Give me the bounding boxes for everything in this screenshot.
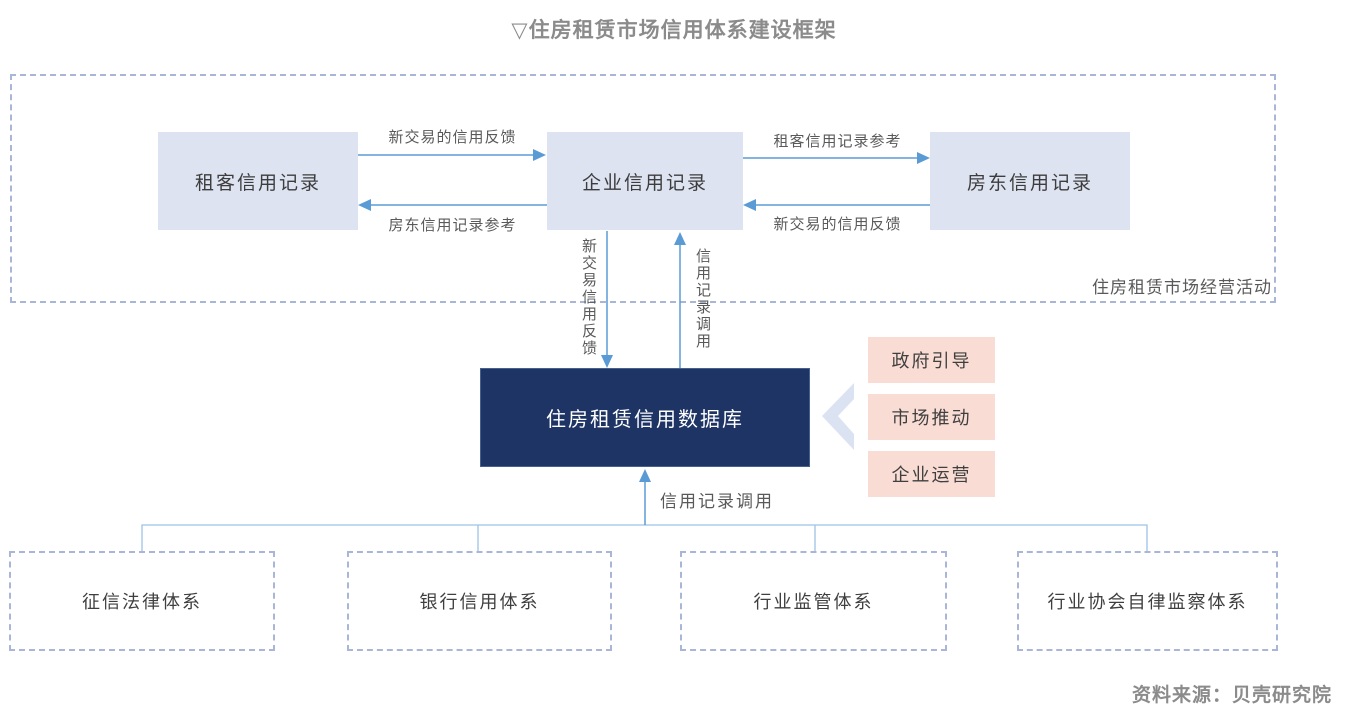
system-industry-regulation-box: 行业监管体系 — [680, 551, 947, 651]
label-landlord-to-enterprise: 新交易的信用反馈 — [773, 216, 902, 233]
system-credit-law-box: 征信法律体系 — [9, 551, 275, 651]
drivers-block-arrow-icon — [822, 383, 854, 450]
label-record-call-up-vertical: 信用记录调用 — [694, 248, 711, 350]
market-activity-zone-label: 住房租赁市场经营活动 — [1092, 278, 1272, 297]
tenant-credit-record-box: 租客信用记录 — [158, 132, 358, 230]
driver-government-box: 政府引导 — [868, 337, 995, 383]
arrow-bus-to-database — [639, 469, 651, 525]
data-source-note: 资料来源：贝壳研究院 — [1131, 685, 1332, 706]
driver-enterprise-box: 企业运营 — [868, 451, 995, 497]
arrow-record-call-up — [674, 232, 686, 368]
label-feedback-down-vertical: 新交易信用反馈 — [580, 238, 597, 357]
market-activity-zone — [10, 74, 1276, 303]
arrow-landlord-to-enterprise — [743, 199, 930, 211]
arrow-feedback-down — [601, 231, 613, 368]
page-title: ▽住房租赁市场信用体系建设框架 — [511, 19, 837, 42]
system-industry-association-box: 行业协会自律监察体系 — [1017, 551, 1278, 651]
bottom-bus-line — [141, 524, 1148, 551]
arrow-enterprise-to-tenant — [358, 199, 547, 211]
driver-market-box: 市场推动 — [868, 394, 995, 440]
enterprise-credit-record-box: 企业信用记录 — [547, 132, 743, 230]
label-credit-record-call: 信用记录调用 — [660, 492, 774, 511]
label-tenant-to-enterprise: 新交易的信用反馈 — [388, 129, 517, 146]
arrow-enterprise-to-landlord — [743, 152, 930, 164]
rental-credit-database-box: 住房租赁信用数据库 — [480, 368, 810, 467]
arrow-tenant-to-enterprise — [358, 149, 546, 161]
label-enterprise-to-landlord: 租客信用记录参考 — [773, 133, 902, 150]
label-enterprise-to-tenant: 房东信用记录参考 — [388, 217, 517, 234]
landlord-credit-record-box: 房东信用记录 — [930, 132, 1130, 230]
system-bank-credit-box: 银行信用体系 — [347, 551, 612, 651]
